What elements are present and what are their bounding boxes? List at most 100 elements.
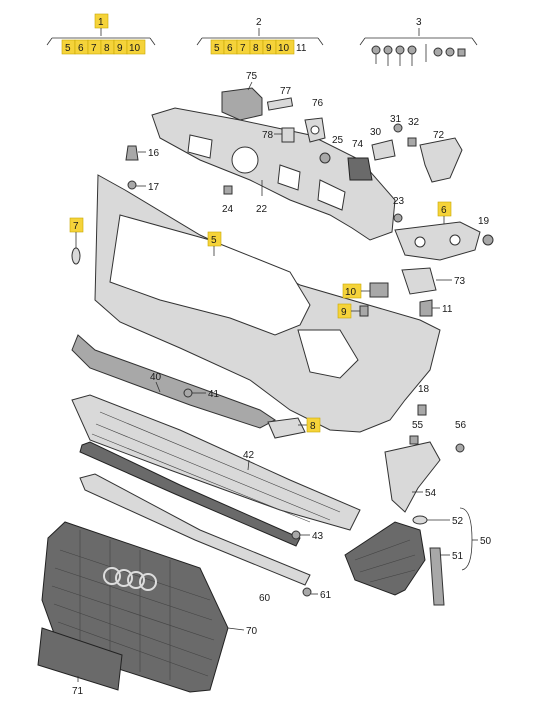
part-60-strip: 60 [79,473,311,604]
callout-23: 23 [393,196,405,207]
callout-77: 77 [280,86,292,97]
group-2-number: 2 [256,17,262,28]
group-2-subparts: 5 6 7 8 9 10 11 [210,39,307,55]
part-19: 19 [478,216,494,246]
callout-51: 51 [452,551,464,562]
callout-60: 60 [259,593,271,604]
callout-31: 31 [390,114,402,125]
subpart-label: 7 [91,43,97,54]
part-41: 41 [183,388,220,400]
part-71-plate-holder: 71 [37,627,123,697]
part-7: 7 [69,217,84,265]
part-6-bracket: 6 [394,201,481,261]
callout-6: 6 [441,205,447,216]
callout-32: 32 [408,117,420,128]
part-18: 18 [417,384,430,416]
subpart-label: 9 [266,43,272,54]
callout-22: 22 [256,204,268,215]
part-73: 73 [401,267,466,295]
part-40-strip: 40 [71,334,276,429]
four-rings-logo-icon [103,567,157,591]
group-3-number: 3 [416,17,422,28]
callout-78: 78 [262,130,274,141]
part-54-bracket: 54 [384,441,441,513]
callout-61: 61 [320,590,332,601]
callout-55: 55 [412,420,424,431]
callout-52: 52 [452,516,464,527]
bumper-cover [94,174,441,433]
callout-18: 18 [418,384,430,395]
subpart-label: 10 [129,43,141,54]
part-23: 23 [393,196,405,223]
callout-54: 54 [425,488,437,499]
part-17: 17 [127,180,160,193]
subpart-label: 7 [240,43,246,54]
callout-50: 50 [480,536,492,547]
callout-5-group: 5 [207,231,222,256]
callout-24: 24 [222,204,234,215]
part-76: 76 [304,98,326,143]
group-1-subparts: 5 6 7 8 9 10 [61,39,146,55]
part-61: 61 [302,587,332,601]
part-32: 32 [407,117,420,147]
subpart-label: 9 [117,43,123,54]
part-24: 24 [222,185,234,215]
part-42-lower-grille: 42 [71,394,361,531]
fastener-set [371,44,466,66]
part-9: 9 [337,303,369,319]
callout-76: 76 [312,98,324,109]
callout-10: 10 [345,287,357,298]
lock-carrier [151,107,396,241]
subpart-label: 11 [296,43,307,54]
grille-mesh [51,530,215,680]
part-31: 31 [390,114,403,133]
callout-40: 40 [150,372,162,383]
part-72-bracket: 72 [419,130,463,183]
part-43: 43 [291,530,324,542]
callout-5: 5 [211,235,217,246]
part-56: 56 [455,420,467,453]
part-30: 30 [370,127,396,161]
callout-42: 42 [243,450,255,461]
group-3: 3 [359,17,478,66]
callout-19: 19 [478,216,490,227]
callout-25: 25 [332,135,344,146]
part-55: 55 [409,420,424,445]
subpart-label: 6 [227,43,233,54]
part-22: 22 [256,180,268,215]
part-16: 16 [125,145,160,161]
subpart-label: 8 [104,43,110,54]
part-78: 78 [262,127,295,143]
subpart-label: 6 [78,43,84,54]
part-77: 77 [266,86,294,111]
callout-71: 71 [72,686,84,697]
group-1-number: 1 [98,17,104,28]
callout-17: 17 [148,182,160,193]
callout-75: 75 [246,71,258,82]
subpart-label: 8 [253,43,259,54]
callout-70: 70 [246,626,258,637]
part-75-module: 75 [221,71,263,121]
subpart-label: 5 [65,43,71,54]
callout-11: 11 [442,304,453,315]
callout-30: 30 [370,127,382,138]
callout-43: 43 [312,531,324,542]
part-50-group: 52 51 50 [344,507,492,606]
callout-16: 16 [148,148,160,159]
part-10: 10 [342,282,389,299]
callout-8: 8 [310,421,316,432]
callout-9: 9 [341,307,347,318]
callout-73: 73 [454,276,466,287]
part-11: 11 [419,299,453,317]
subpart-label: 5 [214,43,220,54]
group-2: 2 5 6 7 8 9 10 11 [196,17,324,55]
part-8: 8 [267,417,321,439]
subpart-label: 10 [278,43,290,54]
part-25: 25 [319,135,344,164]
part-74: 74 [347,139,373,181]
callout-7: 7 [73,221,79,232]
callout-74: 74 [352,139,364,150]
callout-56: 56 [455,420,467,431]
callout-72: 72 [433,130,445,141]
